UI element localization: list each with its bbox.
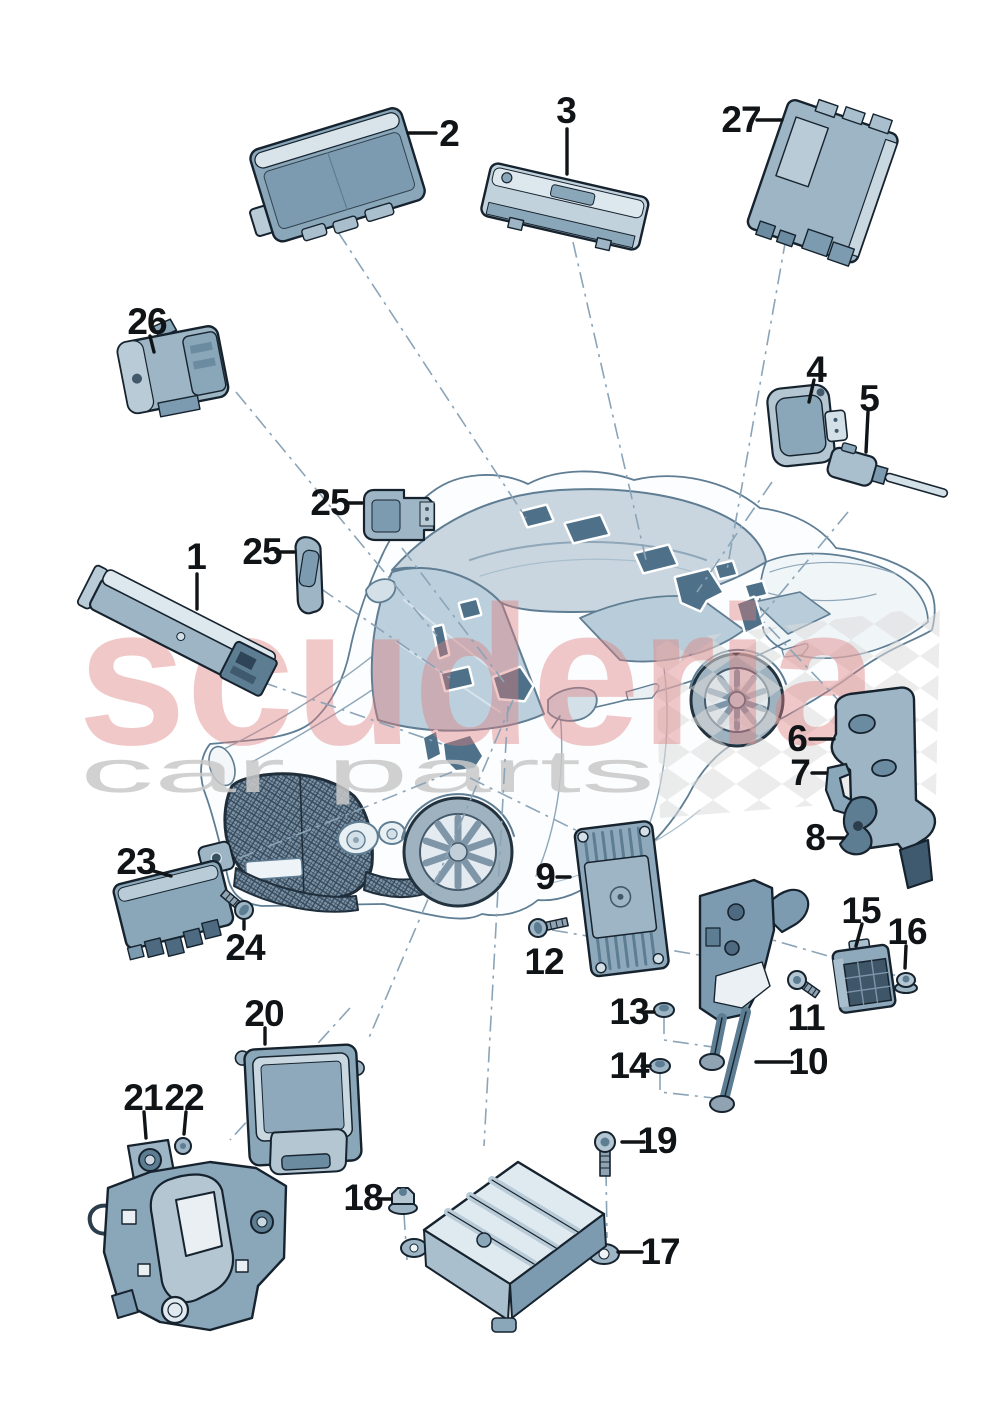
part-11-screw [787,970,821,999]
part-2-control-unit [249,107,426,243]
part-23-module [112,840,235,961]
part-10-bracket [698,878,810,1113]
mount-location-patches [421,503,769,773]
license-plate-area [244,857,304,881]
part-22-nut [174,1137,192,1155]
part-1-antenna-module [76,564,278,697]
part-15-module [831,938,897,1014]
part-27-control-unit [746,98,899,267]
watermark: scuderia car parts [78,565,880,805]
part-25-bracket [362,488,436,542]
part-19-screw [594,1131,616,1177]
part-21-bracket [87,1138,288,1332]
part-25-bracket [294,536,324,615]
part-17-control-unit [400,1160,620,1333]
left-mirror [365,578,397,604]
watermark-brand: scuderia [78,565,880,786]
part-16-nut [894,972,918,994]
part-14-nut [649,1058,671,1074]
part-3-module [480,162,650,252]
part-18-nut [388,1187,418,1215]
part-20-module [234,1043,365,1176]
part-13-nut [653,1002,675,1018]
watermark-tagline: car parts [80,738,655,805]
part-5-sensor-probe [826,442,949,498]
part-26-module [116,318,230,418]
part-8-clamp [838,796,878,856]
leader-lines [209,231,919,1261]
front-wheel [401,793,515,908]
part-drawings [76,98,949,1333]
callout-connectors [142,118,908,1254]
lower-intake [233,867,359,913]
part-9-amplifier [573,820,670,978]
part-12-screw [528,917,569,938]
part-4-sensor [766,383,849,468]
part-24-screw [219,888,254,920]
right-mirror [547,686,598,722]
